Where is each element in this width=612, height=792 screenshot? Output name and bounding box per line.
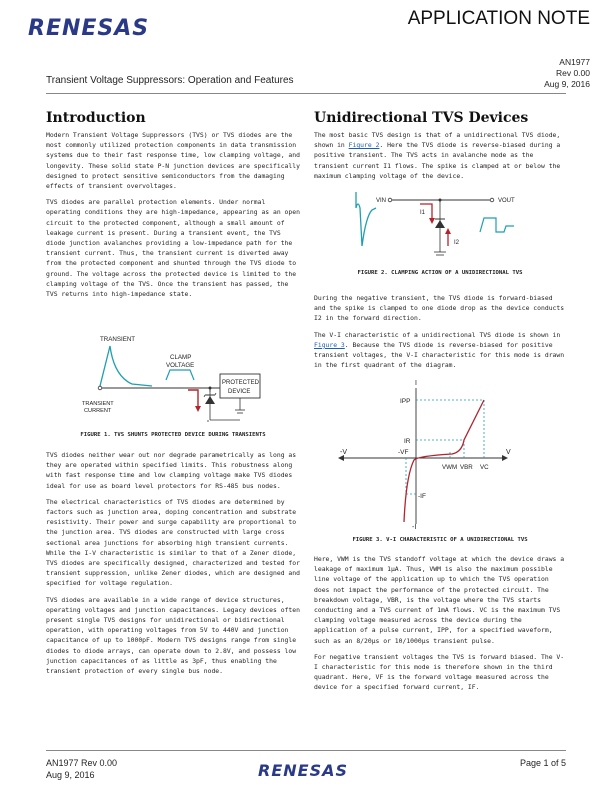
figure-2-link[interactable]: Figure 2 bbox=[348, 141, 380, 150]
intro-paragraph-3: TVS diodes neither wear out nor degrade … bbox=[46, 451, 297, 490]
fig2-input-waveform bbox=[355, 192, 377, 247]
fig3-vf-label: -VF bbox=[398, 449, 409, 456]
fig2-output-waveform bbox=[479, 217, 514, 233]
footer-divider bbox=[46, 750, 566, 751]
header-divider bbox=[46, 93, 566, 94]
figure-3-link[interactable]: Figure 3 bbox=[314, 340, 345, 349]
fig3-vbr-label: VBR bbox=[460, 464, 473, 471]
fig3-neg-v-label: -V bbox=[340, 449, 347, 456]
fig1-clamp-label: CLAMP bbox=[170, 354, 191, 361]
fig3-i-axis-label: I bbox=[415, 380, 417, 387]
fig1-current-arrow bbox=[188, 389, 199, 408]
fig3-vwm-label: VWM bbox=[442, 464, 457, 471]
uni-paragraph-4: Here, VWM is the TVS standoff voltage at… bbox=[314, 555, 565, 645]
fig1-tvs-diode bbox=[205, 396, 215, 404]
doc-type: APPLICATION NOTE bbox=[407, 8, 590, 29]
fig3-vi-curve bbox=[403, 399, 485, 523]
fig1-input-node bbox=[97, 385, 103, 391]
figure-2-caption: FIGURE 2. CLAMPING ACTION OF A UNIDIRECT… bbox=[357, 270, 523, 276]
figure-1-caption: FIGURE 1. TVS SHUNTS PROTECTED DEVICE DU… bbox=[80, 432, 266, 438]
uni-paragraph-1: The most basic TVS design is that of a u… bbox=[314, 131, 561, 180]
fig1-current-label-2: CURRENT bbox=[84, 408, 112, 414]
uni-column-middle: During the negative transient, the TVS d… bbox=[314, 293, 566, 376]
figure-3-caption: FIGURE 3. V-I CHARACTERISTIC OF A UNIDIR… bbox=[352, 537, 528, 543]
uni-column-top: The most basic TVS design is that of a u… bbox=[314, 130, 566, 187]
unidirectional-heading: Unidirectional TVS Devices bbox=[314, 110, 529, 126]
fig3-ir-label: IR bbox=[404, 438, 411, 445]
fig3-ipp-label: IPP bbox=[400, 398, 410, 405]
fig2-vin-label: VIN bbox=[376, 198, 386, 204]
fig3-v-label: V bbox=[506, 449, 511, 456]
intro-paragraph-4: The electrical characteristics of TVS di… bbox=[46, 497, 300, 588]
footer-doc: AN1977 Rev 0.00 bbox=[46, 758, 118, 768]
figure-3-diagram: I -I -V V IPP IR -VF VWM VBR VC -IF bbox=[338, 380, 511, 530]
uni-column-bottom: Here, VWM is the TVS standoff voltage at… bbox=[314, 554, 566, 699]
footer-left: AN1977 Rev 0.00 Aug 9, 2016 bbox=[46, 757, 117, 781]
footer-page: Page 1 of 5 bbox=[519, 758, 566, 768]
uni-paragraph-5: For negative transient voltages the TVS … bbox=[314, 652, 565, 692]
fig2-i1-arrow bbox=[420, 203, 433, 220]
intro-column-top: Modern Transient Voltage Suppressors (TV… bbox=[46, 130, 300, 305]
figure-1-diagram: TRANSIENT CLAMP VOLTAGE PROTECTED DEVICE… bbox=[82, 336, 261, 422]
intro-heading: Introduction bbox=[46, 110, 146, 126]
fig2-i1-label: I1 bbox=[420, 210, 426, 216]
doc-number: AN1977 bbox=[559, 57, 590, 67]
uni-paragraph-2: During the negative transient, the TVS d… bbox=[314, 294, 565, 323]
fig1-device-label: DEVICE bbox=[228, 389, 250, 395]
intro-paragraph-5: TVS diodes are available in a wide range… bbox=[46, 595, 300, 676]
fig1-voltage-label: VOLTAGE bbox=[166, 362, 194, 369]
fig3-neg-i-label: -I bbox=[412, 524, 416, 530]
fig1-transient-label: TRANSIENT bbox=[100, 336, 135, 343]
uni-paragraph-3: The V-I characteristic of a unidirection… bbox=[314, 330, 565, 370]
fig2-tvs-diode bbox=[435, 220, 445, 228]
fig1-clamp-pulse bbox=[165, 369, 195, 381]
fig1-protected-label: PROTECTED bbox=[222, 380, 260, 386]
doc-date: Aug 9, 2016 bbox=[544, 79, 590, 89]
renesas-logo: RENESAS bbox=[28, 16, 150, 41]
fig2-vout-label: VOUT bbox=[498, 198, 515, 204]
fig3-if-label: -IF bbox=[418, 493, 426, 500]
fig1-transient-pulse bbox=[99, 345, 153, 387]
fig2-i2-label: I2 bbox=[454, 240, 460, 246]
intro-column-bottom: TVS diodes neither wear out nor degrade … bbox=[46, 450, 300, 682]
doc-revision: Rev 0.00 bbox=[555, 68, 590, 78]
footer-logo: RENESAS bbox=[258, 761, 348, 780]
intro-paragraph-2: TVS diodes are parallel protection eleme… bbox=[46, 198, 300, 299]
fig1-current-label: TRANSIENT bbox=[82, 401, 114, 407]
figure-2-diagram: VIN VOUT I1 I2 bbox=[355, 192, 515, 256]
fig3-vc-label: VC bbox=[480, 464, 489, 471]
doc-meta: AN1977 Rev 0.00 Aug 9, 2016 bbox=[544, 57, 590, 90]
intro-paragraph-1: Modern Transient Voltage Suppressors (TV… bbox=[46, 131, 300, 191]
footer-date: Aug 9, 2016 bbox=[46, 770, 95, 780]
doc-title: Transient Voltage Suppressors: Operation… bbox=[46, 75, 294, 86]
